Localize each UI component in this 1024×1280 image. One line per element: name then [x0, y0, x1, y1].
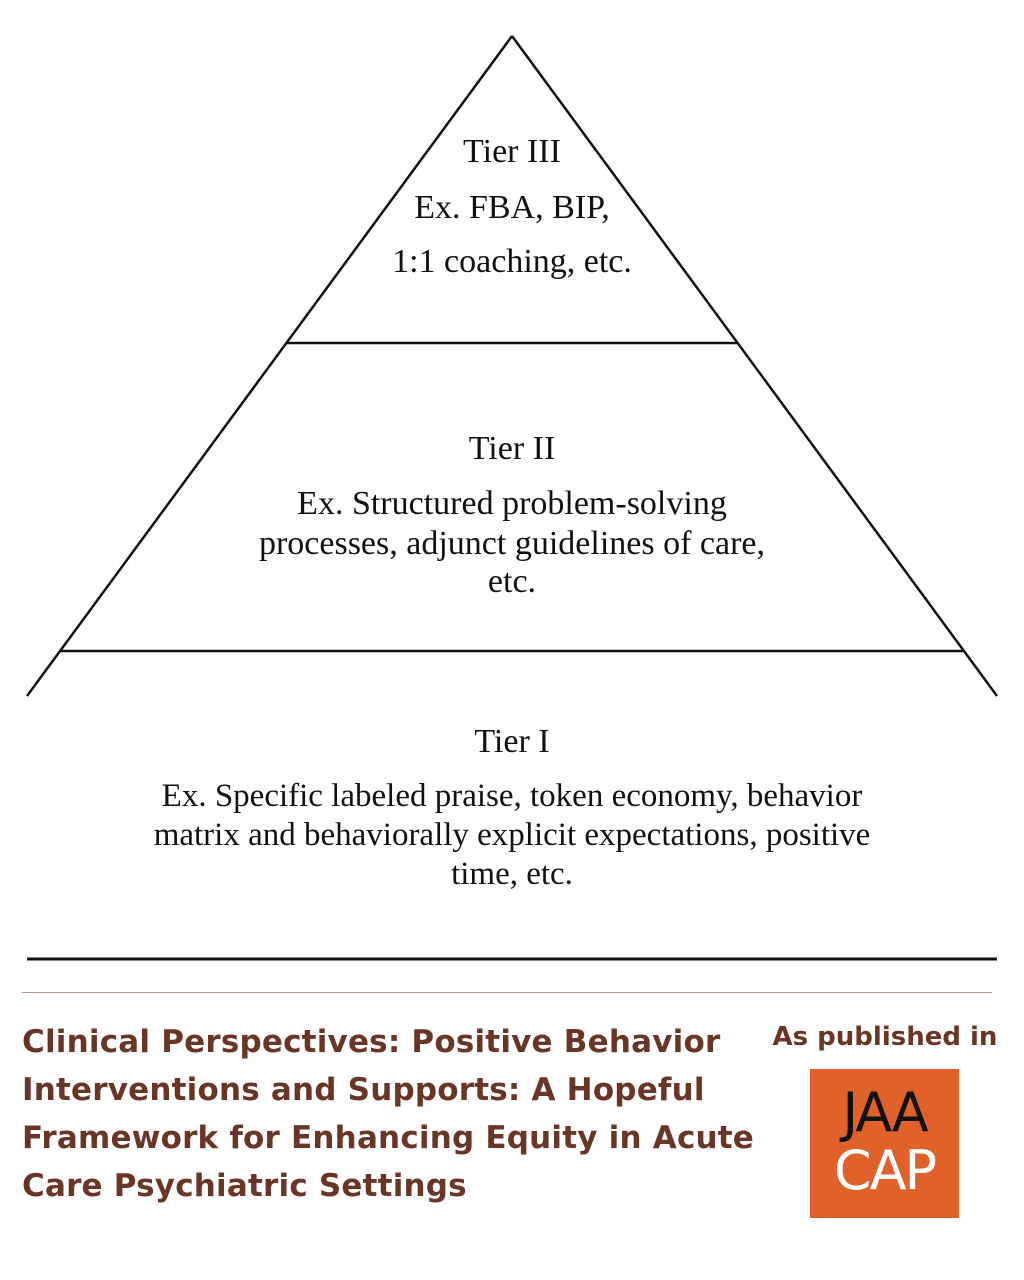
- logo-line-2: CAP: [833, 1139, 937, 1202]
- tier3-title: Tier III: [463, 133, 561, 170]
- tier-pyramid-diagram: Tier III Ex. FBA, BIP, 1:1 coaching, etc…: [25, 35, 999, 961]
- tier1-title: Tier I: [474, 723, 549, 760]
- tier2-line-2: processes, adjunct guidelines of care,: [259, 525, 765, 562]
- tier1-line-3: time, etc.: [451, 856, 573, 892]
- published-in-label: As published in: [772, 1022, 998, 1052]
- article-title-line-2: Interventions and Supports: A Hopeful: [22, 1072, 705, 1108]
- tier1-line-1: Ex. Specific labeled praise, token econo…: [162, 778, 863, 814]
- tier2-title: Tier II: [469, 430, 556, 467]
- tier3-line-1: Ex. FBA, BIP,: [414, 189, 610, 226]
- caption-divider: [22, 992, 992, 993]
- tier1-line-2: matrix and behaviorally explicit expecta…: [154, 817, 871, 853]
- jaacap-logo: JAA CAP: [810, 1069, 959, 1218]
- pyramid-left-edge: [25, 35, 514, 697]
- article-title-line-3: Framework for Enhancing Equity in Acute: [22, 1120, 755, 1156]
- article-title-line-1: Clinical Perspectives: Positive Behavior: [22, 1024, 721, 1060]
- article-title-line-4: Care Psychiatric Settings: [22, 1168, 467, 1204]
- logo-line-1: JAA: [842, 1081, 928, 1144]
- tier2-line-3: etc.: [488, 563, 536, 600]
- article-title: Clinical Perspectives: Positive Behavior…: [22, 1018, 755, 1210]
- tier3-line-2: 1:1 coaching, etc.: [392, 243, 632, 280]
- pyramid-right-edge: [510, 35, 999, 697]
- tier2-line-1: Ex. Structured problem-solving: [297, 485, 727, 522]
